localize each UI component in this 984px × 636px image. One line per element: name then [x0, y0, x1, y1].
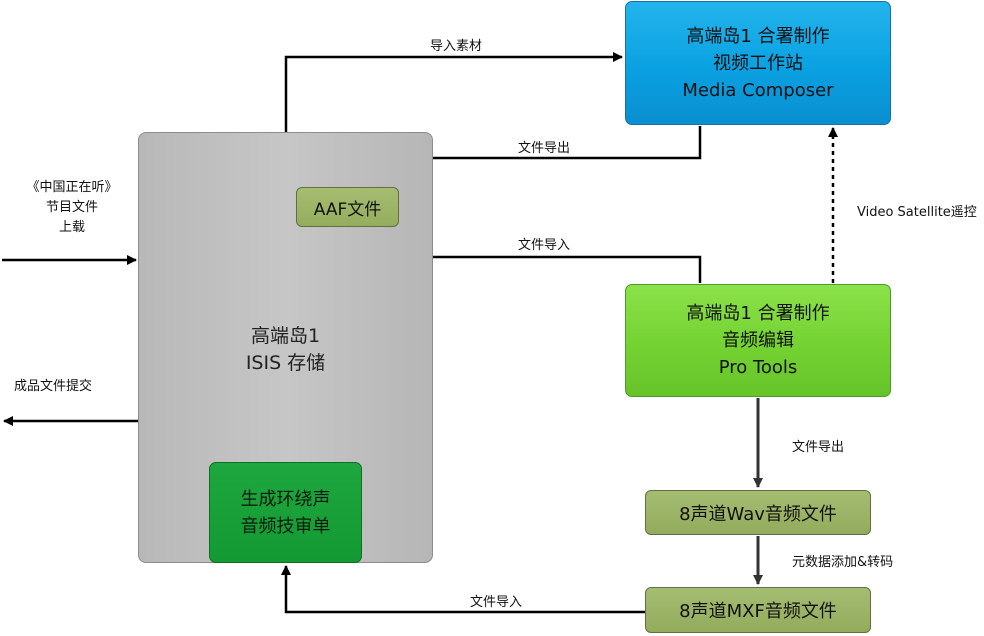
video-ws-line3: Media Composer [682, 79, 834, 101]
upload-line2: 节目文件 [45, 200, 98, 215]
video-ws-line1: 高端岛1 合署制作 [686, 25, 830, 47]
pro-tools-line1: 高端岛1 合署制作 [686, 303, 830, 324]
storage-title: 高端岛1 [250, 325, 321, 347]
arrow-import-material [284, 52, 623, 132]
wav-file-label: 8声道Wav音频文件 [679, 503, 837, 525]
upload-line3: 上载 [58, 220, 85, 235]
aaf-file-node: AAF文件 [296, 187, 399, 227]
edge-label-import-mxf: 文件导入 [470, 595, 523, 610]
edge-label-import-aaf: 文件导入 [518, 238, 571, 253]
wav-file-node: 8声道Wav音频文件 [645, 490, 871, 535]
edge-label-video-satellite: Video Satellite遥控 [857, 205, 977, 220]
edge-label-final-submit: 成品文件提交 [14, 379, 93, 394]
video-ws-line2: 视频工作站 [713, 52, 803, 74]
edge-label-export-protools: 文件导出 [792, 440, 845, 455]
pro-tools-node: 高端岛1 合署制作 音频编辑 Pro Tools [625, 284, 891, 397]
pro-tools-line2: 音频编辑 [722, 330, 794, 351]
edge-label-metadata-transcode: 元数据添加&转码 [792, 555, 894, 570]
surround-line2: 音频技审单 [240, 515, 331, 537]
aaf-file-label: AAF文件 [313, 199, 382, 220]
video-workstation-node: 高端岛1 合署制作 视频工作站 Media Composer [625, 1, 891, 125]
edge-label-export-composer: 文件导出 [518, 141, 571, 156]
surround-sheet-node: 生成环绕声 音频技审单 [209, 462, 362, 563]
mxf-file-node: 8声道MXF音频文件 [645, 587, 871, 633]
storage-label: 高端岛1 ISIS 存储 [139, 323, 432, 377]
surround-line1: 生成环绕声 [240, 488, 331, 510]
arrow-import-mxf [281, 565, 645, 614]
mxf-file-label: 8声道MXF音频文件 [679, 601, 837, 622]
pro-tools-line3: Pro Tools [718, 357, 798, 378]
storage-subtitle: ISIS 存储 [245, 352, 326, 374]
edge-label-import-material: 导入素材 [430, 39, 483, 54]
edge-label-upload: 《中国正在听》 节目文件 上载 [20, 178, 124, 238]
upload-line1: 《中国正在听》 [26, 180, 118, 195]
